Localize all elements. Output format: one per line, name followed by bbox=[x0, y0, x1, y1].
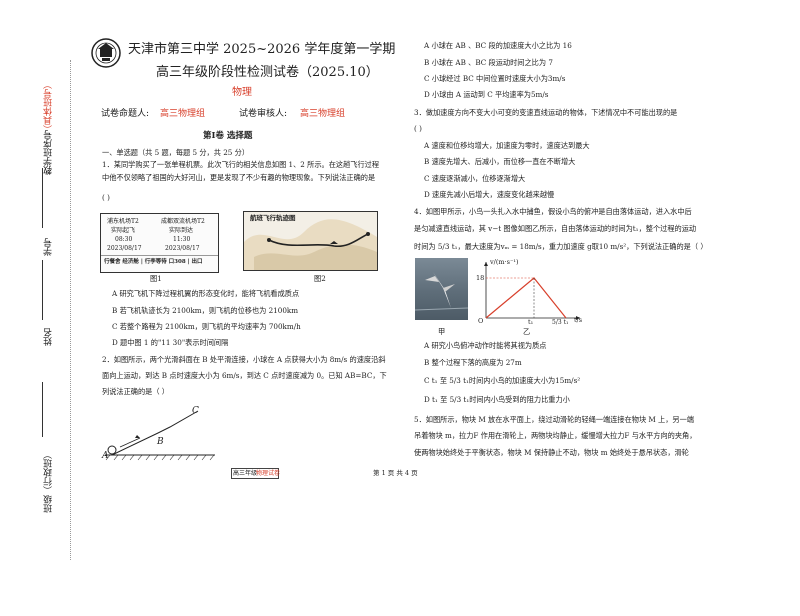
footer-label-box: 高三年级 物理试卷 bbox=[231, 468, 281, 479]
q3-option-d: D 速度先减小后增大，速度变化越来越慢 bbox=[424, 190, 555, 199]
vt-ylabel: v/(m·s⁻¹) bbox=[490, 258, 519, 266]
school-logo bbox=[91, 38, 121, 68]
name-label: 姓名 bbox=[44, 328, 54, 346]
q2-stem-line2: 面向上运动，到达 B 点时速度大小为 6m/s，到达 C 点时速度减为 0。已知… bbox=[102, 371, 387, 380]
vt-graph: v/(m·s⁻¹) 18 O t₁ 5/3 t₁ t/s bbox=[476, 258, 586, 326]
q3-paren: ( ) bbox=[414, 124, 422, 133]
incline-label-c: C bbox=[192, 406, 199, 416]
instructions: 一、单选题（共 5 题，每题 5 分，共 25 分） bbox=[102, 148, 250, 157]
school-title: 天津市第三中学 2025~2026 学年度第一学期 bbox=[128, 42, 396, 57]
exam-id-label: 教学班序号 bbox=[44, 130, 54, 175]
bird-photo bbox=[414, 258, 469, 320]
subject-title: 物理 bbox=[232, 87, 252, 98]
q4-option-d: D t₁ 至 5/3 t₁时间内小鸟受到的阻力比重力小 bbox=[424, 395, 570, 404]
fig-a-caption: 甲 bbox=[438, 327, 446, 336]
vt-origin: O bbox=[478, 317, 484, 325]
q1-option-b: B 若飞机轨迹长为 2100km，则飞机的位移也为 2100km bbox=[112, 306, 299, 315]
q1-paren: ( ) bbox=[102, 193, 110, 202]
vt-t2: 5/3 t₁ bbox=[552, 319, 569, 326]
footer-subject: 物理试卷 bbox=[256, 470, 281, 477]
ticket-divider bbox=[101, 255, 218, 256]
q5-stem-line2: 吊着物块 m，拉力F 作用在滑轮上，两物块均静止，缓慢增大拉力F 与水平方向的夹… bbox=[414, 431, 697, 440]
q1-option-a: A 研究飞机下降过程机翼的形态变化时，能将飞机看成质点 bbox=[112, 289, 300, 298]
q3-option-b: B 速度先增大、后减小，而位移一直在不断增大 bbox=[424, 157, 576, 166]
vt-t1: t₁ bbox=[528, 318, 534, 326]
ticket-to-airport: 成都双流机场T2 bbox=[161, 218, 205, 225]
q2-option-a: A 小球在 AB 、BC 段的加速度大小之比为 16 bbox=[424, 41, 572, 50]
fig1-caption: 图1 bbox=[150, 274, 162, 283]
ticket-footer: 行餐舍 经济舱 | 行李等待 口308 | 出口 bbox=[104, 259, 203, 265]
q2-option-b: B 小球在 AB 、BC 段运动时间之比为 7 bbox=[424, 58, 553, 67]
binding-margin: 班级（行政班） 姓名 学号 教学班序号 （具体班号） bbox=[28, 60, 71, 560]
q4-stem-line1: 4．如图甲所示，小鸟一头扎入水中捕鱼，假设小鸟的俯冲是自由落体运动，进入水中后 bbox=[414, 207, 692, 216]
fig2-caption: 图2 bbox=[314, 274, 326, 283]
ticket-to-time-label: 实际到达 bbox=[169, 227, 194, 234]
incline-label-b: B bbox=[157, 437, 164, 447]
author-label: 试卷命题人: bbox=[101, 109, 150, 119]
footer-grade: 高三年级 bbox=[233, 470, 258, 477]
exam-id-note: （具体班号） bbox=[44, 80, 54, 134]
ticket-to-date: 2023/08/17 bbox=[165, 245, 200, 252]
q5-stem-line3: 使两物块始终处于平衡状态，物块 M 保持静止不动，物块 m 始终处于悬吊状态，滑… bbox=[414, 448, 689, 457]
q4-option-c: C t₁ 至 5/3 t₁时间内小鸟的加速度大小为15m/s² bbox=[424, 376, 581, 385]
q3-option-c: C 速度逐渐减小，位移逐渐增大 bbox=[424, 174, 526, 183]
q4-option-a: A 研究小鸟俯冲动作时能将其视为质点 bbox=[424, 341, 547, 350]
binding-dashed-line bbox=[70, 60, 72, 560]
exam-title: 高三年级阶段性检测试卷（2025.10） bbox=[156, 65, 379, 80]
id-line bbox=[42, 168, 44, 228]
incline-label-a: A bbox=[102, 451, 109, 461]
ticket-to-time: 11:30 bbox=[173, 236, 191, 243]
ticket-from-date: 2023/08/17 bbox=[107, 245, 142, 252]
ticket-from-airport: 浦东机场T2 bbox=[107, 218, 139, 225]
section-title: 第Ⅰ卷 选择题 bbox=[203, 131, 253, 141]
q2-stem-line1: 2．如图所示，两个光滑斜面在 B 处平滑连接，小球在 A 点获得大小为 8m/s… bbox=[102, 355, 386, 364]
q4-stem-line3: 时间为 5/3 t₁，最大速度为vₘ = 18m/s，重力加速度 g取10 m/… bbox=[414, 242, 708, 251]
vt-xlabel: t/s bbox=[574, 316, 583, 324]
q5-stem-line1: 5．如图所示，物块 M 放在水平面上，绕过动滑轮的轻绳一端连接在物块 M 上，另… bbox=[414, 415, 694, 424]
q1-stem-line1: 1．某同学购买了一张单程机票。此次飞行的相关信息如图 1、2 所示。在这趟飞行过… bbox=[102, 160, 380, 169]
q3-option-a: A 速度和位移均增大，加速度为零时，速度达到最大 bbox=[424, 141, 590, 150]
q2-option-d: D 小球由 A 运动到 C 平均速率为5m/s bbox=[424, 90, 549, 99]
fig-b-caption: 乙 bbox=[523, 327, 531, 336]
reviewer-value: 高三物理组 bbox=[300, 109, 346, 119]
flight-ticket: 浦东机场T2 实际起飞 08:30 2023/08/17 成都双流机场T2 实际… bbox=[100, 213, 219, 273]
vt-series-line bbox=[485, 277, 567, 319]
q2-option-c: C 小球经过 BC 中间位置时速度大小为3m/s bbox=[424, 74, 566, 83]
incline-diagram: A B C bbox=[100, 405, 220, 465]
q3-stem: 3．做加速度方向不变大小可变的变速直线运动的物体，下述情况中不可能出现的是 bbox=[414, 108, 678, 117]
class-line bbox=[42, 382, 44, 437]
vt-ytick: 18 bbox=[476, 274, 485, 282]
ticket-from-time-label: 实际起飞 bbox=[111, 227, 136, 234]
reviewer-label: 试卷审核人: bbox=[239, 109, 288, 119]
route-map-drawing bbox=[244, 219, 377, 270]
flight-map: 航班飞行轨迹图 bbox=[243, 211, 378, 271]
q1-option-c: C 若整个路程为 2100km，则飞机的平均速率为 700km/h bbox=[112, 322, 301, 331]
q4-stem-line2: 是匀减速直线运动，其 v−t 图像如图乙所示，自由落体运动的时间为t₁，整个过程… bbox=[414, 224, 697, 233]
q4-option-b: B 整个过程下落的高度为 27m bbox=[424, 358, 522, 367]
map-title: 航班飞行轨迹图 bbox=[250, 214, 296, 222]
q1-option-d: D 题中图 1 的"11 30"表示时间间隔 bbox=[112, 338, 229, 347]
author-value: 高三物理组 bbox=[160, 109, 206, 119]
student-id-label: 学号 bbox=[44, 238, 54, 256]
q1-stem-line2: 中他不仅领略了祖国的大好河山，更是发现了不少有趣的物理现象。下列说法正确的是 bbox=[102, 173, 376, 182]
ticket-from-time: 08:30 bbox=[115, 236, 133, 243]
class-label: 班级（行政班） bbox=[44, 450, 54, 513]
name-line bbox=[42, 260, 44, 320]
q2-stem-line3: 列说法正确的是（ ） bbox=[102, 387, 169, 396]
page-number: 第 1 页 共 4 页 bbox=[373, 469, 418, 477]
